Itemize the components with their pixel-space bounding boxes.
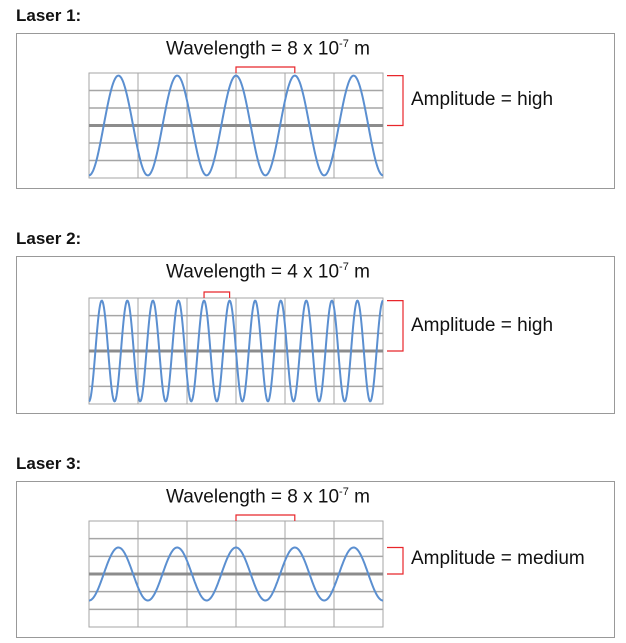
wavelength-text: Wavelength = 8 x 10 xyxy=(166,38,340,60)
wave-chart xyxy=(88,66,404,179)
wavelength-bracket xyxy=(203,291,231,298)
amplitude-bracket xyxy=(387,75,404,127)
amplitude-label: Amplitude = high xyxy=(411,315,554,336)
laser-3-panel: Wavelength = 8 x 10-7 m Amplitude = medi… xyxy=(16,481,615,638)
wavelength-text: Wavelength = 4 x 10 xyxy=(166,261,340,283)
wavelength-exponent: -7 xyxy=(339,261,349,273)
amplitude-label: Amplitude = medium xyxy=(411,548,585,569)
wavelength-label: Wavelength = 8 x 10-7 m xyxy=(166,486,370,508)
amplitude-label: Amplitude = high xyxy=(411,89,554,110)
wavelength-label: Wavelength = 8 x 10-7 m xyxy=(166,38,370,60)
wavelength-exponent: -7 xyxy=(339,486,349,498)
wavelength-unit: m xyxy=(348,486,370,508)
wave-line xyxy=(88,74,384,177)
amplitude-bracket xyxy=(387,300,404,352)
laser-3-title: Laser 3: xyxy=(16,454,82,473)
wavelength-bracket xyxy=(235,514,296,521)
laser-2-title: Laser 2: xyxy=(16,229,82,248)
wave-chart xyxy=(88,291,404,405)
wave-line xyxy=(89,546,383,602)
wave-chart xyxy=(88,514,404,628)
laser-2-panel: Wavelength = 4 x 10-7 m Amplitude = high xyxy=(16,256,615,414)
laser-1-panel: Wavelength = 8 x 10-7 m Amplitude = high xyxy=(16,33,615,189)
wavelength-bracket xyxy=(235,66,296,73)
wavelength-label: Wavelength = 4 x 10-7 m xyxy=(166,261,370,283)
wavelength-unit: m xyxy=(348,261,370,283)
wavelength-exponent: -7 xyxy=(339,38,349,50)
wave-line xyxy=(88,299,384,403)
wavelength-unit: m xyxy=(348,38,370,60)
wavelength-text: Wavelength = 8 x 10 xyxy=(166,486,340,508)
amplitude-bracket xyxy=(387,546,404,575)
laser-1-title: Laser 1: xyxy=(16,6,82,25)
